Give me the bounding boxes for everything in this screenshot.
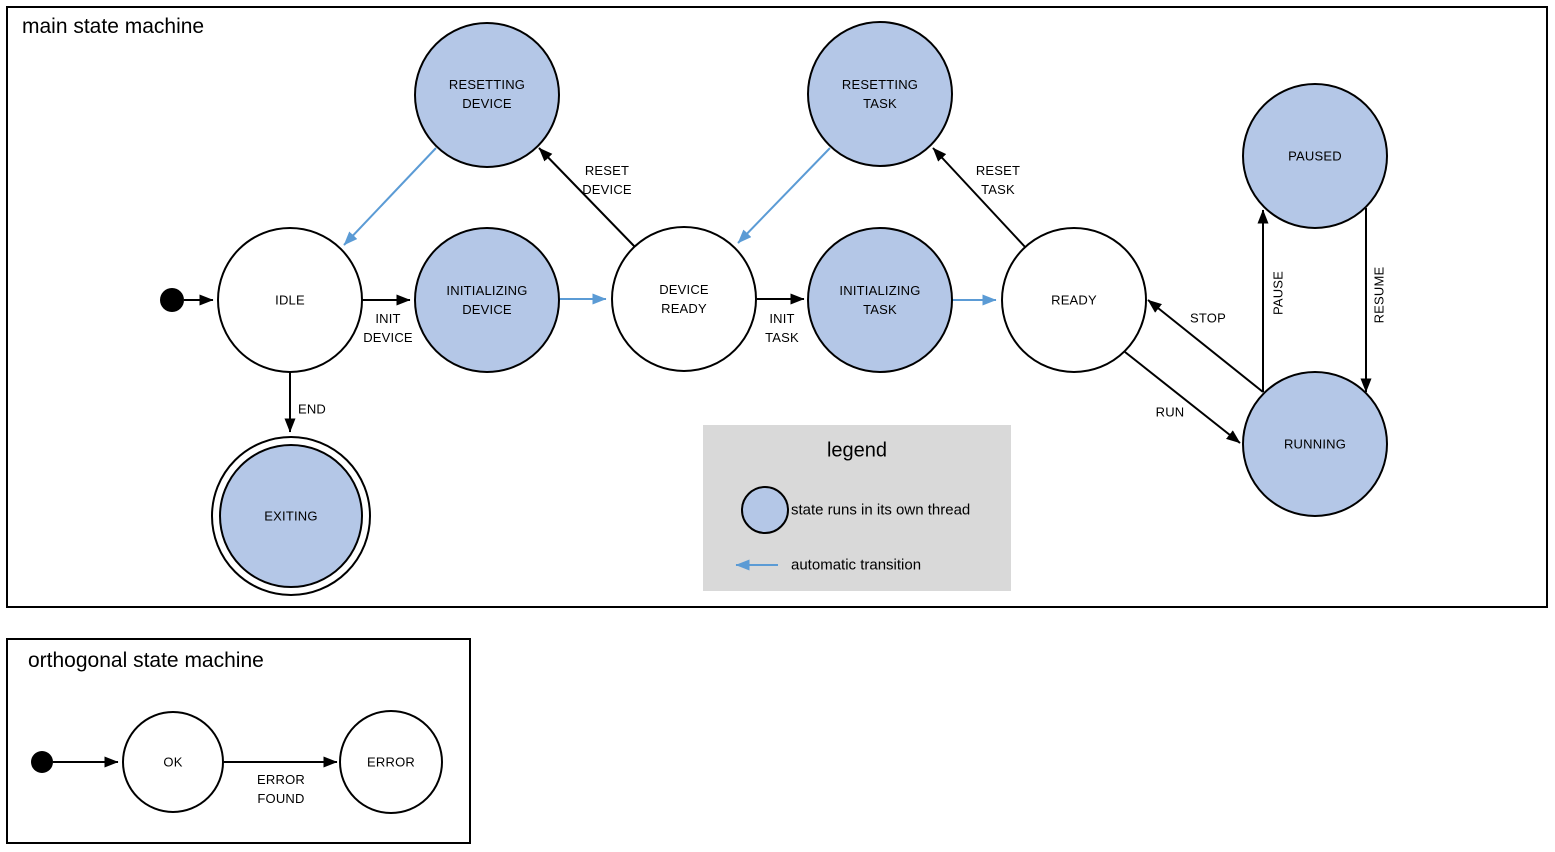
transition-run-arrow [1124, 351, 1241, 444]
transition-reset-device-arrow [538, 147, 636, 248]
orthogonal-machine-frame [6, 638, 471, 844]
state-label-idle: IDLE [275, 292, 305, 308]
state-label-paused: PAUSED [1288, 148, 1342, 164]
state-device-ready [611, 226, 757, 372]
state-label-error: ERROR [367, 754, 415, 770]
transition-label-stop: STOP [1190, 310, 1226, 326]
state-ready [1001, 227, 1147, 373]
state-resetting-device [414, 22, 560, 168]
transition-label-init-task: INIT TASK [765, 311, 799, 345]
state-label-resetting-device: RESETTING DEVICE [448, 77, 526, 111]
legend-auto-item-label: automatic transition [791, 556, 922, 574]
transition-label-reset-device: RESET DEVICE [582, 163, 632, 197]
state-exiting [219, 444, 363, 588]
state-label-running: RUNNING [1283, 436, 1347, 452]
transition-label-run: RUN [1155, 404, 1185, 420]
transition-reset-task-arrow [932, 147, 1027, 249]
legend-title: legend [826, 439, 888, 462]
state-label-initializing-task: INITIALIZING TASK [839, 283, 921, 317]
state-resetting-task [807, 21, 953, 167]
transition-label-resume: RESUME [1371, 266, 1387, 324]
state-label-exiting: EXITING [264, 508, 318, 524]
orthogonal-machine-title: orthogonal state machine [28, 649, 264, 672]
transition-stop-arrow [1147, 299, 1264, 393]
state-initializing-device [414, 227, 560, 373]
state-label-resetting-task: RESETTING TASK [841, 77, 919, 111]
state-label-ok: OK [163, 754, 183, 770]
state-label-ready: READY [1051, 292, 1097, 308]
transition-label-reset-task: RESET TASK [975, 163, 1021, 197]
transition-label-init-device: INIT DEVICE [363, 311, 413, 345]
state-initializing-task [807, 227, 953, 373]
transition-label-pause: PAUSE [1270, 270, 1286, 316]
legend-thread-state-icon [741, 486, 789, 534]
initial-state-dot-orthogonal [31, 751, 53, 773]
auto-transition-resetting-task-to-device-ready-arrow [737, 147, 831, 244]
main-machine-frame [6, 6, 1548, 608]
state-ok [122, 711, 224, 813]
main-machine-title: main state machine [22, 15, 205, 38]
transition-label-error-found: ERROR FOUND [257, 772, 305, 806]
state-label-initializing-device: INITIALIZING DEVICE [446, 283, 528, 317]
initial-state-dot-main [160, 288, 184, 312]
state-idle [217, 227, 363, 373]
state-label-device-ready: DEVICE READY [659, 282, 709, 316]
state-running [1242, 371, 1388, 517]
auto-transition-resetting-device-to-idle-arrow [343, 147, 437, 246]
transition-label-end: END [297, 401, 327, 417]
state-paused [1242, 83, 1388, 229]
legend-thread-item-label: state runs in its own thread [791, 501, 971, 519]
state-error [339, 710, 443, 814]
